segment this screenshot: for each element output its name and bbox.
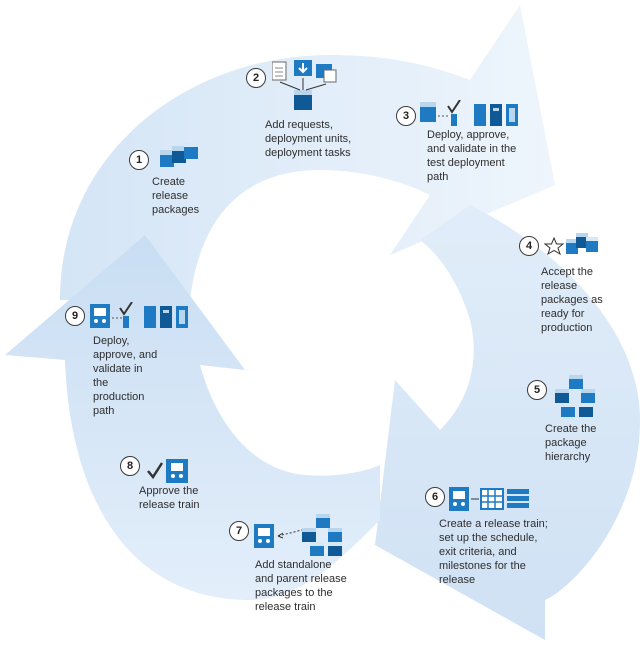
list-icon xyxy=(507,489,529,508)
step-9-icons xyxy=(90,302,194,330)
step-7-number: 7 xyxy=(229,521,249,541)
step-6-number: 6 xyxy=(425,487,445,507)
step-6-icons xyxy=(449,487,531,513)
train-icon xyxy=(166,459,188,483)
star-icon xyxy=(544,236,565,256)
checkmark-icon xyxy=(147,462,164,480)
calendar-icon xyxy=(480,488,504,510)
step-9-text: Deploy, approve, and validate in the pro… xyxy=(93,335,158,417)
step-4-number: 4 xyxy=(519,236,539,256)
server-icon xyxy=(474,104,518,126)
cycle-arrow-top xyxy=(60,5,555,300)
step-8-number: 8 xyxy=(120,456,140,476)
package-icon xyxy=(420,102,436,122)
download-icon xyxy=(294,60,312,76)
package-hierarchy-icon xyxy=(555,375,595,417)
package-hierarchy-icon xyxy=(302,514,342,556)
train-icon xyxy=(90,304,110,328)
step-3-number: 3 xyxy=(396,106,416,126)
train-icon xyxy=(449,487,469,511)
step-7-text: Add standalone and parent release packag… xyxy=(255,559,347,613)
package-stack-icon xyxy=(566,233,598,254)
step-5-number: 5 xyxy=(527,380,547,400)
step-4-icons xyxy=(544,230,600,260)
step-2-number: 2 xyxy=(246,68,266,88)
document-icon xyxy=(272,61,287,81)
package-icon xyxy=(279,64,337,110)
step-1-number: 1 xyxy=(129,150,149,170)
checkmark-icon xyxy=(447,100,461,126)
step-8-icons xyxy=(146,459,192,485)
server-icon xyxy=(144,306,188,328)
step-2-text: Add requests, deployment units, deployme… xyxy=(265,119,352,159)
step-3-text: Deploy, approve, and validate in the tes… xyxy=(427,129,517,183)
step-5-icons xyxy=(553,375,599,421)
step-2-icons xyxy=(272,58,338,114)
step-1-icons xyxy=(158,143,202,169)
step-5-text: Create the package hierarchy xyxy=(545,423,597,463)
package-stack-icon xyxy=(160,143,198,167)
checkmark-icon xyxy=(119,302,133,328)
cycle-arrow-right xyxy=(375,205,640,640)
step-3-icons xyxy=(420,100,524,128)
step-8-text: Approve the release train xyxy=(139,485,200,511)
step-7-icons xyxy=(254,514,350,560)
train-icon xyxy=(254,524,274,548)
step-1-text: Create release packages xyxy=(152,176,200,216)
step-4-text: Accept the release packages as ready for… xyxy=(541,266,603,334)
step-9-number: 9 xyxy=(65,306,85,326)
step-6-text: Create a release train; set up the sched… xyxy=(439,518,548,586)
